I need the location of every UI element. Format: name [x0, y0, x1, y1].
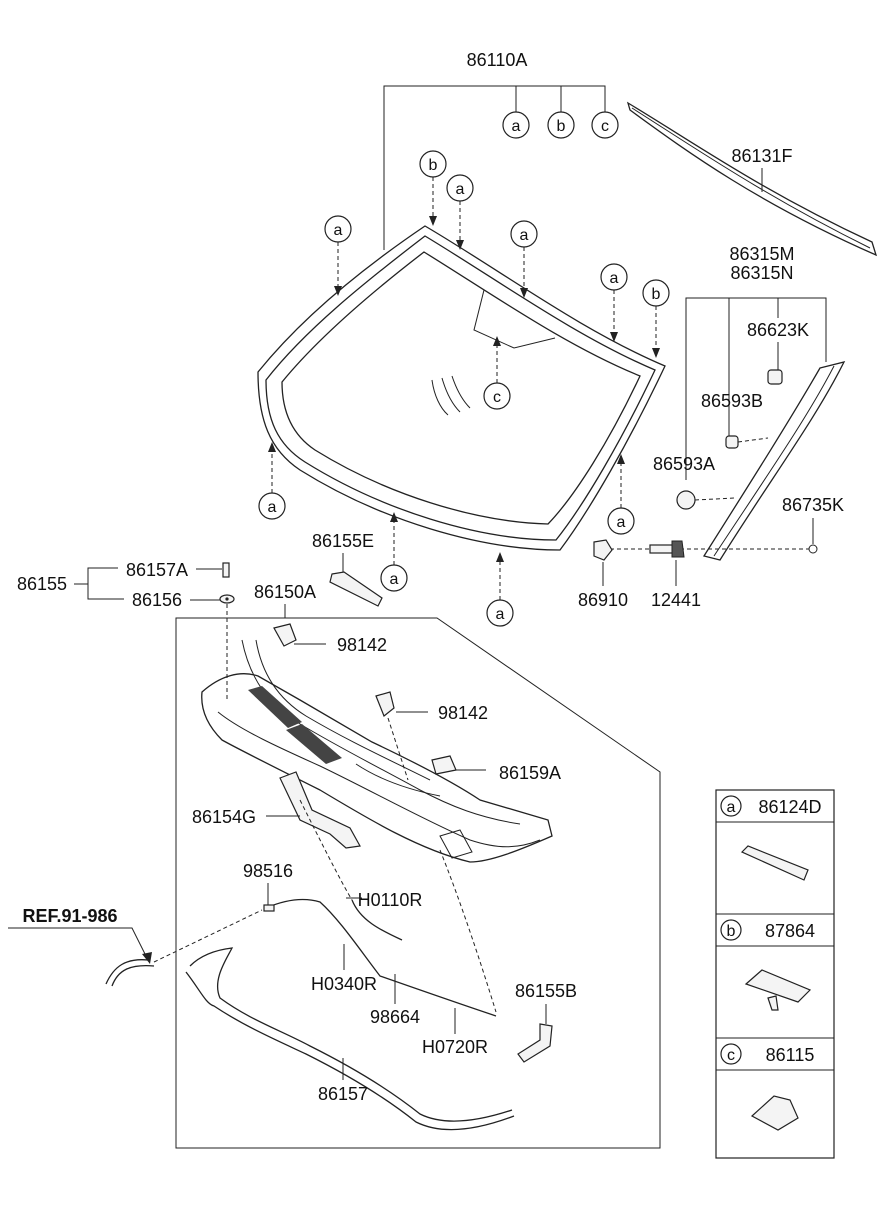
- svg-text:b: b: [429, 157, 438, 174]
- svg-text:c: c: [493, 389, 501, 406]
- clip-86593A[interactable]: [676, 490, 736, 510]
- svg-text:b: b: [652, 286, 661, 303]
- svg-text:a: a: [496, 606, 505, 623]
- reference-91-986[interactable]: REF.91-986: [8, 906, 263, 987]
- bracket-86154G[interactable]: 86154G: [192, 771, 361, 849]
- a-pillar-trim[interactable]: [702, 361, 846, 561]
- cap-86115-illustration: [750, 1095, 799, 1131]
- windshield-glass[interactable]: [257, 225, 666, 551]
- clip-86157A[interactable]: [222, 562, 230, 578]
- svg-text:b: b: [727, 923, 736, 940]
- label-86110A: 86110A: [467, 50, 528, 70]
- legend-row-b: b 87864: [720, 919, 815, 1011]
- callout-b-top[interactable]: b: [547, 111, 575, 139]
- reference-label: REF.91-986: [22, 906, 117, 926]
- label-86150A: 86150A: [254, 582, 316, 602]
- windshield-callouts: a b a a a b: [258, 150, 670, 627]
- washer-hose-assembly[interactable]: [263, 799, 497, 1017]
- label-86155: 86155: [17, 574, 67, 594]
- label-86910: 86910: [578, 590, 628, 610]
- svg-text:a: a: [456, 181, 465, 198]
- label-H0340R: H0340R: [311, 974, 377, 994]
- label-86157: 86157: [318, 1084, 368, 1104]
- label-86157A: 86157A: [126, 560, 188, 580]
- label-86159A: 86159A: [499, 763, 561, 783]
- callout-a-upper-right[interactable]: a: [510, 220, 538, 298]
- pad-86124D-illustration: [740, 845, 809, 881]
- label-86315N: 86315N: [730, 263, 793, 283]
- svg-text:a: a: [520, 227, 529, 244]
- seal-strip-86157[interactable]: 86157: [185, 947, 515, 1131]
- pillar-trim-assembly: 86315M 86315N 86623K 86593B 86593A 86735…: [578, 244, 846, 610]
- part-86155B[interactable]: 86155B: [515, 981, 577, 1063]
- svg-text:a: a: [617, 514, 626, 531]
- pad-86159A[interactable]: 86159A: [431, 755, 561, 783]
- callout-a-bottom-center[interactable]: a: [380, 512, 408, 592]
- part-86155E[interactable]: 86155E: [312, 531, 383, 607]
- svg-text:b: b: [557, 118, 566, 135]
- svg-text:c: c: [601, 118, 609, 135]
- callout-b-upper[interactable]: b: [419, 150, 447, 226]
- label-86593A: 86593A: [653, 454, 715, 474]
- svg-text:a: a: [334, 222, 343, 239]
- cowl-top-panel[interactable]: [201, 639, 553, 863]
- label-86315M: 86315M: [729, 244, 794, 264]
- legend-row-c: c 86115: [720, 1043, 815, 1131]
- svg-text:a: a: [512, 118, 521, 135]
- bracket-98142-lower[interactable]: 98142: [375, 691, 488, 781]
- legend-part-a: 86124D: [758, 797, 821, 817]
- callout-a-top[interactable]: a: [502, 111, 530, 139]
- label-98142-upper: 98142: [337, 635, 387, 655]
- svg-text:a: a: [727, 799, 736, 816]
- screw-12441[interactable]: 12441: [649, 540, 701, 610]
- callout-a-right-lower[interactable]: a: [607, 454, 635, 535]
- label-86155E: 86155E: [312, 531, 374, 551]
- label-98516: 98516: [243, 861, 293, 881]
- group-86155: 86155 86157A 86156: [17, 560, 235, 700]
- label-86735K: 86735K: [782, 495, 844, 515]
- label-12441: 12441: [651, 590, 701, 610]
- label-86154G: 86154G: [192, 807, 256, 827]
- clip-86156[interactable]: [219, 594, 235, 604]
- svg-text:a: a: [610, 270, 619, 287]
- label-86623K: 86623K: [747, 320, 809, 340]
- label-98664: 98664: [370, 1007, 420, 1027]
- svg-text:a: a: [268, 499, 277, 516]
- fastener-86910[interactable]: 86910: [578, 539, 628, 610]
- clip-86593B[interactable]: [725, 435, 769, 449]
- legend-table: a 86124D b 87864 c 86115: [715, 789, 835, 1159]
- callout-a-left-upper[interactable]: a: [324, 215, 352, 296]
- callout-c-center[interactable]: c: [483, 336, 511, 410]
- legend-part-b: 87864: [765, 921, 815, 941]
- label-86156: 86156: [132, 590, 182, 610]
- label-H0720R: H0720R: [422, 1037, 488, 1057]
- callout-a-upper[interactable]: a: [446, 174, 474, 250]
- svg-text:c: c: [727, 1047, 735, 1064]
- clip-87864-illustration: [744, 969, 812, 1003]
- callout-a-bottom[interactable]: a: [486, 552, 514, 627]
- svg-text:a: a: [390, 571, 399, 588]
- callout-a-left-lower[interactable]: a: [258, 442, 286, 520]
- label-86593B: 86593B: [701, 391, 763, 411]
- callout-c-top[interactable]: c: [591, 111, 619, 139]
- callout-b-right[interactable]: b: [642, 279, 670, 358]
- label-86155B: 86155B: [515, 981, 577, 1001]
- moulding-strip-86131F[interactable]: 86131F: [626, 101, 878, 257]
- label-H0110R: H0110R: [358, 890, 423, 910]
- cowl-grille-slots: [248, 686, 342, 764]
- callout-a-right-upper[interactable]: a: [600, 263, 628, 342]
- clip-86623K[interactable]: [767, 369, 783, 385]
- label-98142-lower: 98142: [438, 703, 488, 723]
- label-86131F: 86131F: [731, 146, 792, 166]
- cowl-panel-box-86150A: 86150A: [175, 582, 661, 1149]
- assembly-86110A-bracket: 86110A a b c: [383, 50, 619, 250]
- legend-row-a: a 86124D: [720, 795, 822, 881]
- legend-part-c: 86115: [766, 1045, 815, 1065]
- bracket-98142-upper[interactable]: 98142: [273, 623, 387, 655]
